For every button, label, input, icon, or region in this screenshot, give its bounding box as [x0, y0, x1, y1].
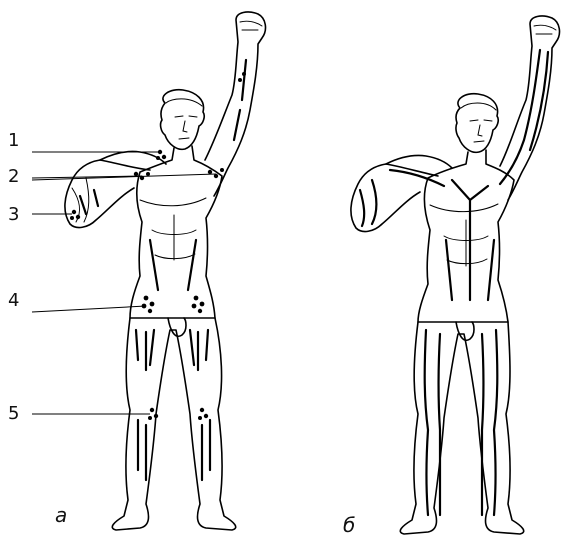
- figure-b-lymph-vessels: [360, 50, 548, 515]
- figure-b: [351, 16, 560, 534]
- label-2: 2: [8, 166, 19, 187]
- figure-a-legs: [112, 318, 235, 530]
- figure-a: [65, 12, 266, 530]
- caption-a: а: [55, 503, 67, 527]
- figure-a-lymph-nodes: [70, 72, 246, 420]
- label-3: 3: [8, 204, 19, 225]
- figure-a-head: [161, 90, 205, 150]
- label-1: 1: [8, 130, 19, 151]
- leader-4: [32, 306, 146, 312]
- caption-b: б: [343, 513, 355, 537]
- figure-a-raised-arm: [205, 12, 265, 196]
- figure-a-labels: 1 2 3 4 5: [8, 130, 19, 424]
- figure-b-head: [456, 94, 498, 153]
- label-4: 4: [8, 290, 19, 311]
- label-5: 5: [8, 403, 19, 424]
- figure-b-legs: [400, 322, 523, 534]
